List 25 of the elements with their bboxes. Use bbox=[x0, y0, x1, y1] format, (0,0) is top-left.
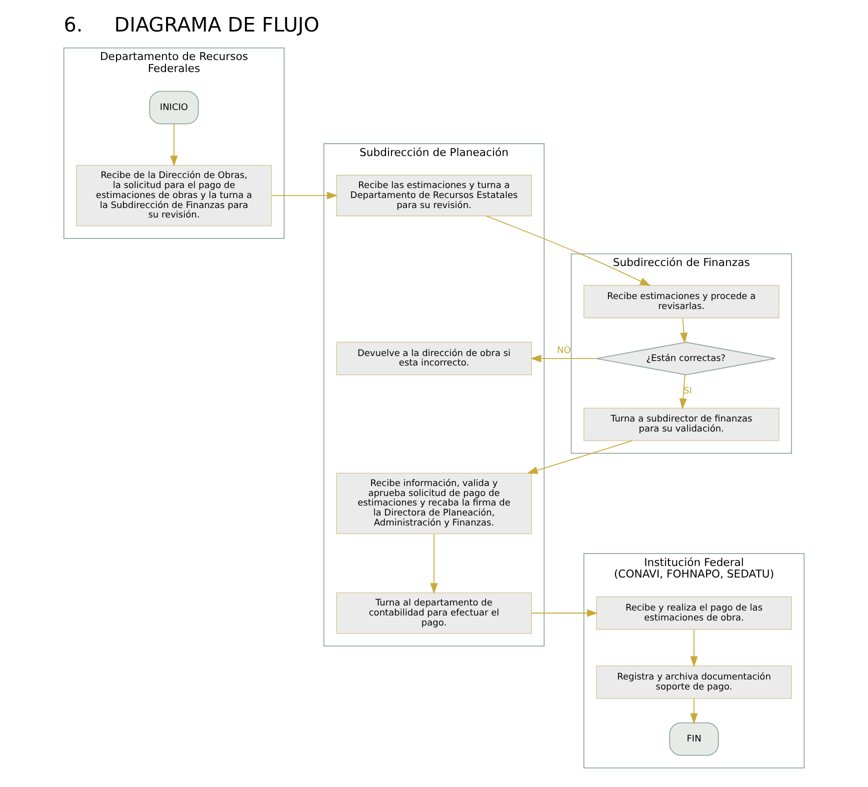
node-box: Recibe de la Dirección de Obras, la solicitud para el pago de estimaciones de obras y la turna a la Subdirección de Finanzas para su revisión. bbox=[76, 164, 272, 226]
node-box: Devuelve a la dirección de obra si esta incorrecto. bbox=[336, 342, 532, 376]
node-box: Recibe estimaciones y procede a revisarlas. bbox=[583, 284, 780, 318]
node-box: Turna a subdirector de finanzas para su validación. bbox=[583, 408, 780, 442]
node-box: Recibe las estimaciones y turna a Departamento de Recursos Estatales para su revisión. bbox=[336, 174, 532, 216]
arrow bbox=[690, 629, 698, 668]
node-box: INICIO bbox=[149, 90, 199, 124]
arrow bbox=[530, 354, 597, 362]
node-box: Turna al departamento de contabilidad para efectuar el pago. bbox=[336, 592, 532, 634]
arrow bbox=[271, 192, 338, 200]
edge-label: NO bbox=[556, 346, 571, 356]
arrow bbox=[690, 698, 698, 724]
arrow bbox=[680, 318, 688, 344]
edge-label: SI bbox=[684, 386, 692, 397]
node-box: FIN bbox=[669, 722, 719, 756]
node-box: Recibe información, valida y aprueba solicitud de pago de estimaciones y recaba la firma de la Directora de Planeación, Administración y Finanzas. bbox=[336, 472, 532, 534]
node-box: Recibe y realiza el pago de las estimaciones de obra. bbox=[596, 596, 792, 630]
arrow bbox=[170, 123, 178, 166]
arrow bbox=[486, 216, 651, 286]
node-diamond: ¿Están correctas? bbox=[596, 342, 776, 376]
node-box: Registra y archiva documentación soporte de pago. bbox=[596, 665, 792, 699]
arrow bbox=[679, 374, 687, 410]
arrow bbox=[430, 533, 438, 594]
diagram-title: 6. DIAGRAMA DE FLUJO bbox=[64, 13, 320, 36]
arrow bbox=[531, 609, 598, 617]
